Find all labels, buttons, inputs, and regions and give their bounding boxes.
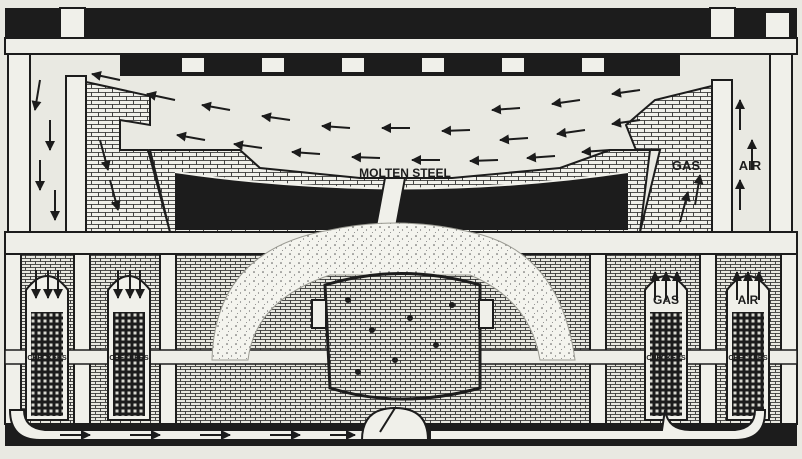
checkers-label-2: CHECKERS: [109, 355, 149, 362]
checkers-label-4: CHECKERS: [728, 355, 768, 362]
checkers-label-3: CHECKERS: [646, 355, 686, 362]
molten-steel-spray: [211, 222, 576, 361]
flue-duct: [5, 406, 797, 446]
gas-label-top: GAS: [672, 158, 701, 173]
air-label-bottom: AIR: [738, 293, 759, 307]
gas-label-bottom: GAS: [653, 293, 679, 307]
gas-flow-arrows: [31, 70, 764, 440]
roof: [4, 7, 798, 76]
checker-chamber-1: [25, 275, 69, 421]
molten-steel-label: MOLTEN STEEL: [359, 166, 451, 180]
air-label-top: AIR: [739, 158, 762, 173]
checkers-label-1: CHECKERS: [27, 355, 67, 362]
checker-chamber-2: [107, 275, 151, 421]
ladle: [311, 272, 494, 401]
checker-chamber-3: [644, 275, 688, 421]
